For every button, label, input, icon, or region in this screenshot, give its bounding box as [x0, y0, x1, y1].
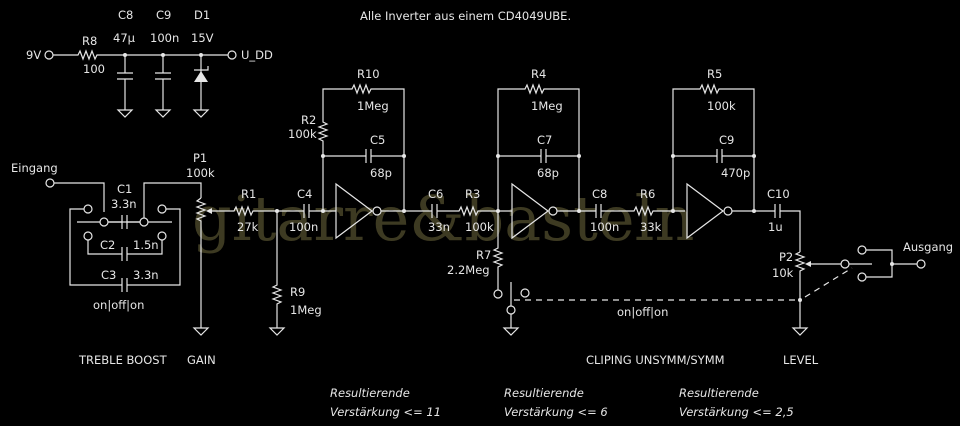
zener-diode-icon — [194, 71, 208, 82]
r4-value: 1Meg — [531, 99, 563, 113]
inverter-stage-2: C6 33n R3 100k R4 1Meg C7 68p R7 2.2Meg … — [428, 67, 800, 419]
c3-name: C3 — [101, 268, 116, 282]
r7-name: R7 — [476, 248, 491, 262]
stage2-note-line1: Resultierende — [504, 386, 584, 400]
c9-supply-name: C9 — [156, 8, 171, 22]
c7-value: 68p — [537, 166, 559, 180]
c9-value: 470p — [721, 166, 750, 180]
r4-name: R4 — [531, 67, 546, 81]
c1-name: C1 — [117, 182, 132, 196]
c8-supply-value: 47µ — [113, 31, 136, 45]
p1-value: 100k — [186, 166, 215, 180]
c10-name: C10 — [767, 187, 790, 201]
level-section: P2 10k LEVEL Ausgang — [772, 240, 953, 367]
treble-boost-section: Eingang C1 3.3n C3 3.3n C2 1.5n on|off|o… — [11, 161, 202, 367]
d1-name: D1 — [194, 8, 210, 22]
c9-supply-value: 100n — [150, 31, 179, 45]
r9-value: 1Meg — [290, 303, 322, 317]
r5-name: R5 — [707, 67, 722, 81]
clipping-label: CLIPING UNSYMM/SYMM — [586, 353, 725, 367]
supply-input-terminal — [44, 50, 54, 60]
c9-name: C9 — [719, 133, 734, 147]
c8-supply-name: C8 — [118, 8, 133, 22]
r9-name: R9 — [290, 285, 305, 299]
r2-value: 100k — [288, 127, 317, 141]
r3-name: R3 — [465, 187, 480, 201]
watermark: gitarre&basteln — [192, 182, 694, 255]
r6-value: 33k — [640, 220, 662, 234]
r5-value: 100k — [707, 99, 736, 113]
c4-value: 100n — [289, 220, 318, 234]
title-note: Alle Inverter aus einem CD4049UBE. — [360, 9, 571, 23]
r2-name: R2 — [301, 113, 316, 127]
p2-value: 10k — [772, 266, 794, 280]
c8-name: C8 — [592, 187, 607, 201]
wiper-arrow-icon — [206, 208, 212, 214]
c2-name: C2 — [100, 238, 115, 252]
c3-value: 3.3n — [133, 268, 159, 282]
inverter-2-icon — [511, 182, 549, 240]
p1-name: P1 — [193, 151, 207, 165]
r10-value: 1Meg — [357, 99, 389, 113]
stage2-note-line2: Verstärkung <= 6 — [504, 405, 608, 419]
inverter-stage-1: R1 27k R9 1Meg C4 100n R10 1Meg R2 100k … — [237, 67, 441, 419]
level-label: LEVEL — [783, 353, 819, 367]
r1-value: 27k — [237, 220, 259, 234]
p2-wiper-arrow-icon — [805, 261, 811, 267]
inverter-stage-3: C8 100n R6 33k R5 100k C9 470p C10 1u Re… — [590, 67, 801, 419]
c6-name: C6 — [428, 187, 443, 201]
c10-value: 1u — [768, 220, 783, 234]
stage3-note-line1: Resultierende — [679, 386, 759, 400]
r8-name: R8 — [82, 34, 97, 48]
c4-name: C4 — [297, 187, 312, 201]
r6-name: R6 — [640, 187, 655, 201]
inverter-3-icon — [686, 182, 724, 240]
r1-name: R1 — [241, 187, 256, 201]
r7-value: 2.2Meg — [447, 263, 490, 277]
input-label: Eingang — [11, 161, 58, 175]
r10-name: R10 — [357, 67, 380, 81]
c5-name: C5 — [370, 133, 385, 147]
output-label: Ausgang — [903, 240, 953, 254]
supply-input-label: 9V — [26, 48, 41, 62]
treble-switch-label: on|off|on — [93, 298, 144, 312]
input-terminal — [45, 178, 55, 188]
stage1-note-line1: Resultierende — [330, 386, 410, 400]
r3-value: 100k — [465, 220, 494, 234]
c2-value: 1.5n — [133, 238, 159, 252]
p2-name: P2 — [779, 250, 793, 264]
c7-name: C7 — [537, 133, 552, 147]
stage1-note-line2: Verstärkung <= 11 — [330, 405, 441, 419]
gain-label: GAIN — [187, 353, 216, 367]
c5-value: 68p — [370, 166, 392, 180]
stage3-note-line2: Verstärkung <= 2,5 — [679, 405, 794, 419]
gain-pot: P1 100k GAIN — [186, 151, 304, 367]
c1-value: 3.3n — [111, 197, 137, 211]
r8-value: 100 — [83, 62, 105, 76]
clipping-switch-label: on|off|on — [617, 305, 668, 319]
udd-terminal — [227, 50, 237, 60]
c8-value: 100n — [590, 220, 619, 234]
c6-value: 33n — [428, 220, 450, 234]
d1-value: 15V — [191, 31, 214, 45]
treble-boost-label: TREBLE BOOST — [78, 353, 168, 367]
power-supply: 9V R8 100 C8 47µ C9 100n D1 15V U_DD — [26, 8, 273, 118]
output-terminal — [916, 259, 926, 269]
inverter-1-icon — [335, 182, 373, 240]
udd-label: U_DD — [241, 48, 273, 62]
